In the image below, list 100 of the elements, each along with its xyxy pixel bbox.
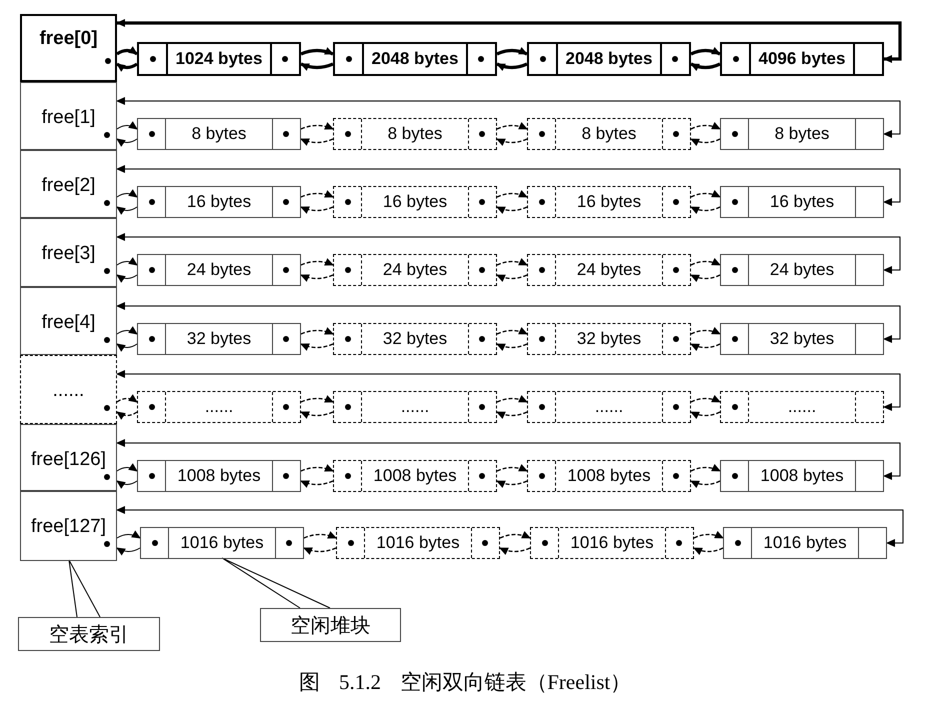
memory-block bbox=[720, 323, 884, 355]
index-label: free[3] bbox=[40, 243, 96, 265]
arrow bbox=[300, 327, 334, 335]
block-size-label: 1016 bytes bbox=[570, 533, 654, 553]
memory-block bbox=[527, 118, 691, 150]
block-size-label: 32 bytes bbox=[186, 329, 252, 349]
memory-block bbox=[720, 42, 884, 76]
arrow bbox=[300, 62, 334, 71]
index-cell bbox=[20, 150, 117, 218]
arrow bbox=[496, 274, 528, 282]
leader-line bbox=[222, 558, 330, 608]
arrow bbox=[300, 47, 334, 56]
index-label: free[126] bbox=[30, 449, 107, 471]
memory-block bbox=[140, 527, 304, 559]
arrow bbox=[300, 206, 334, 214]
index-cell bbox=[20, 491, 117, 561]
memory-block bbox=[137, 118, 301, 150]
arrow bbox=[496, 343, 528, 351]
arrow bbox=[690, 47, 721, 56]
arrow bbox=[116, 138, 138, 147]
block-size-label: 8 bytes bbox=[388, 124, 442, 144]
index-label: free[127] bbox=[30, 516, 107, 538]
block-size-label: 24 bytes bbox=[770, 260, 834, 280]
arrow bbox=[690, 480, 720, 488]
arrow bbox=[116, 302, 900, 343]
arrow bbox=[300, 464, 334, 472]
block-size-label: ...... bbox=[400, 397, 430, 417]
arrow bbox=[116, 530, 141, 538]
arrow bbox=[690, 327, 721, 335]
index-cell bbox=[20, 287, 117, 355]
memory-block bbox=[527, 42, 691, 76]
arrow bbox=[496, 258, 528, 266]
arrow bbox=[116, 506, 904, 547]
block-size-label: 1016 bytes bbox=[180, 533, 264, 553]
arrow bbox=[116, 394, 138, 403]
memory-block bbox=[137, 42, 301, 76]
block-size-label: 2048 bytes bbox=[566, 49, 652, 69]
arrow bbox=[116, 97, 900, 138]
memory-block bbox=[137, 391, 301, 423]
block-size-label: 24 bytes bbox=[382, 260, 448, 280]
arrow bbox=[116, 274, 138, 283]
block-size-label: ...... bbox=[204, 397, 234, 417]
block-size-label: 32 bytes bbox=[576, 329, 642, 349]
arrow bbox=[690, 464, 721, 472]
memory-block bbox=[720, 118, 884, 150]
index-label: free[1] bbox=[40, 107, 96, 129]
block-size-label: 32 bytes bbox=[382, 329, 448, 349]
arrow bbox=[690, 206, 720, 214]
block-size-label: 24 bytes bbox=[576, 260, 642, 280]
memory-block bbox=[336, 527, 500, 559]
memory-block bbox=[720, 186, 884, 218]
arrow bbox=[693, 547, 724, 555]
arrow bbox=[694, 531, 724, 539]
arrow bbox=[116, 165, 900, 206]
arrow bbox=[499, 547, 530, 555]
arrow bbox=[496, 138, 528, 146]
arrow bbox=[116, 343, 138, 352]
memory-block bbox=[720, 254, 884, 286]
block-size-label: 8 bytes bbox=[582, 124, 636, 144]
block-size-label: 16 bytes bbox=[770, 192, 834, 212]
index-label: ...... bbox=[52, 380, 86, 402]
arrow bbox=[116, 326, 138, 335]
block-size-label: 24 bytes bbox=[186, 260, 252, 280]
arrow bbox=[690, 138, 720, 146]
memory-block bbox=[333, 118, 497, 150]
block-size-label: 8 bytes bbox=[192, 124, 246, 144]
arrow bbox=[116, 463, 138, 472]
arrow bbox=[496, 122, 528, 130]
memory-block bbox=[333, 323, 497, 355]
arrow bbox=[300, 274, 334, 282]
arrow bbox=[116, 548, 140, 556]
index-label: free[2] bbox=[40, 175, 96, 197]
memory-block bbox=[333, 460, 497, 492]
block-size-label: 1024 bytes bbox=[176, 49, 262, 69]
memory-block bbox=[530, 527, 694, 559]
arrow bbox=[303, 547, 336, 555]
memory-block bbox=[527, 186, 691, 218]
index-cell bbox=[20, 218, 117, 287]
memory-block bbox=[527, 254, 691, 286]
leader-line bbox=[68, 560, 100, 618]
arrow bbox=[116, 62, 138, 72]
arrow bbox=[500, 531, 531, 539]
arrow bbox=[116, 411, 138, 420]
arrow bbox=[116, 121, 138, 130]
memory-block bbox=[333, 186, 497, 218]
block-size-label: 2048 bytes bbox=[372, 49, 458, 69]
arrow bbox=[300, 190, 334, 198]
memory-block bbox=[333, 254, 497, 286]
block-size-label: 8 bytes bbox=[774, 124, 830, 144]
arrow bbox=[116, 46, 138, 56]
block-size-label: 16 bytes bbox=[576, 192, 642, 212]
arrow bbox=[116, 439, 900, 480]
arrow bbox=[116, 370, 900, 411]
index-label: free[4] bbox=[40, 312, 96, 334]
arrow bbox=[116, 189, 138, 198]
figure-caption: 图 5.1.2 空闲双向链表（Freelist） bbox=[298, 669, 632, 696]
block-size-label: ...... bbox=[594, 397, 624, 417]
block-size-label: 16 bytes bbox=[186, 192, 252, 212]
memory-block bbox=[527, 460, 691, 492]
arrow bbox=[690, 122, 721, 130]
